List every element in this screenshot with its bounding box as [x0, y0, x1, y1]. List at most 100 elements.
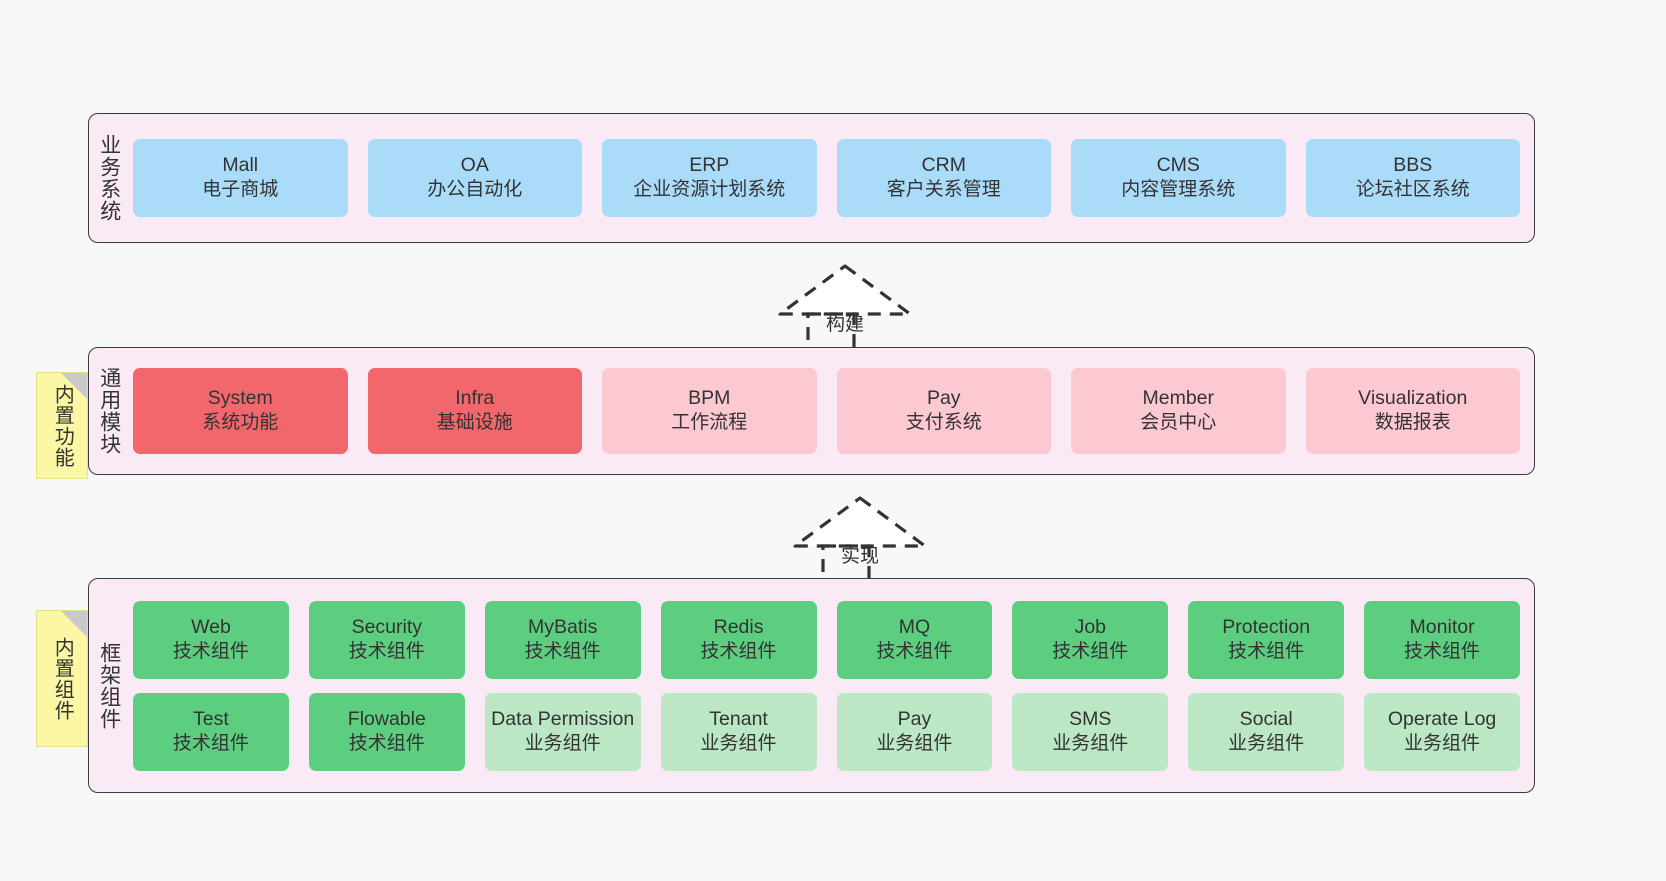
cell-title: Security	[351, 615, 423, 638]
cell-subtitle: 技术组件	[348, 732, 425, 754]
cell-bbs[interactable]: BBS 论坛社区系统	[1305, 139, 1520, 217]
cell-subtitle: 技术组件	[1052, 640, 1129, 662]
cell-subtitle: 业务组件	[1404, 732, 1481, 754]
arrow-label-build: 构建	[825, 314, 864, 335]
note-fold-icon	[61, 373, 87, 399]
row-business-components: Test 技术组件 Flowable 技术组件 Data Permission …	[133, 692, 1520, 771]
cell-subtitle: 业务组件	[524, 732, 601, 754]
cell-visualization[interactable]: Visualization 数据报表	[1305, 368, 1520, 454]
cell-infra[interactable]: Infra 基础设施	[367, 368, 582, 454]
cell-test[interactable]: Test 技术组件	[133, 692, 289, 771]
note-label: 内置功能	[51, 383, 74, 468]
cell-subtitle: 客户关系管理	[886, 179, 1001, 201]
band-label-framework-components: 框架组件	[97, 641, 121, 730]
cell-subtitle: 电子商城	[202, 179, 279, 201]
generalization-arrowhead-icon	[793, 496, 927, 548]
cell-title: Test	[193, 707, 229, 730]
cell-subtitle: 论坛社区系统	[1355, 179, 1470, 201]
band-label-business-systems: 业务系统	[97, 134, 121, 222]
cell-web[interactable]: Web 技术组件	[133, 600, 289, 679]
cell-mybatis[interactable]: MyBatis 技术组件	[484, 600, 641, 679]
arrow-label-implement: 实现	[840, 546, 879, 567]
cell-title: Visualization	[1358, 387, 1468, 410]
row-common-modules: System 系统功能 Infra 基础设施 BPM 工作流程 Pay 支付系统…	[133, 368, 1520, 454]
cell-subtitle: 支付系统	[905, 412, 982, 434]
cell-title: Pay	[926, 387, 961, 410]
generalization-arrowhead-icon	[778, 264, 912, 316]
cell-subtitle: 内容管理系统	[1121, 179, 1236, 201]
cell-pay-module[interactable]: Pay 支付系统	[836, 368, 1051, 454]
cell-mall[interactable]: Mall 电子商城	[133, 139, 348, 217]
cell-subtitle: 会员中心	[1140, 412, 1217, 434]
cell-subtitle: 业务组件	[876, 732, 953, 754]
arrow-implement: 实现	[775, 490, 945, 592]
cell-title: System	[207, 387, 273, 410]
cell-title: Tenant	[709, 707, 768, 730]
cell-sms[interactable]: SMS 业务组件	[1012, 692, 1169, 771]
cell-subtitle: 办公自动化	[427, 179, 523, 201]
cell-subtitle: 技术组件	[1228, 640, 1305, 662]
cell-job[interactable]: Job 技术组件	[1012, 600, 1169, 679]
cell-member[interactable]: Member 会员中心	[1071, 368, 1286, 454]
cell-subtitle: 数据报表	[1374, 412, 1451, 434]
cell-title: MyBatis	[528, 615, 598, 638]
band-common-modules: 通用模块 System 系统功能 Infra 基础设施 BPM 工作流程 Pay…	[88, 347, 1535, 475]
cell-subtitle: 工作流程	[671, 412, 748, 434]
cell-title: Pay	[897, 707, 932, 730]
cell-crm[interactable]: CRM 客户关系管理	[836, 139, 1051, 217]
cell-title: Protection	[1222, 615, 1311, 638]
cell-subtitle: 技术组件	[1404, 640, 1481, 662]
band-body-framework-components: Web 技术组件 Security 技术组件 MyBatis 技术组件 Redi…	[129, 579, 1534, 792]
cell-mq[interactable]: MQ 技术组件	[836, 600, 993, 679]
cell-subtitle: 技术组件	[876, 640, 953, 662]
cell-title: ERP	[689, 154, 730, 177]
cell-subtitle: 系统功能	[202, 412, 279, 434]
cell-erp[interactable]: ERP 企业资源计划系统	[602, 139, 817, 217]
cell-system[interactable]: System 系统功能	[133, 368, 348, 454]
cell-operate-log[interactable]: Operate Log 业务组件	[1364, 692, 1520, 771]
band-body-business-systems: Mall 电子商城 OA 办公自动化 ERP 企业资源计划系统 CRM 客户关系…	[129, 114, 1534, 242]
cell-title: CRM	[921, 154, 966, 177]
note-builtin-functions: 内置功能	[36, 372, 88, 479]
cell-title: Mall	[222, 154, 259, 177]
cell-security[interactable]: Security 技术组件	[308, 600, 465, 679]
band-body-common-modules: System 系统功能 Infra 基础设施 BPM 工作流程 Pay 支付系统…	[129, 348, 1534, 474]
band-label-common-modules: 通用模块	[97, 367, 121, 455]
cell-social[interactable]: Social 业务组件	[1188, 692, 1345, 771]
cell-data-permission[interactable]: Data Permission 业务组件	[484, 692, 641, 771]
cell-title: Flowable	[347, 707, 426, 730]
row-business-systems: Mall 电子商城 OA 办公自动化 ERP 企业资源计划系统 CRM 客户关系…	[133, 139, 1520, 217]
cell-redis[interactable]: Redis 技术组件	[660, 600, 817, 679]
cell-subtitle: 技术组件	[700, 640, 777, 662]
cell-cms[interactable]: CMS 内容管理系统	[1071, 139, 1286, 217]
note-builtin-components: 内置组件	[36, 610, 88, 747]
cell-subtitle: 技术组件	[172, 640, 249, 662]
cell-title: Member	[1142, 387, 1215, 410]
cell-subtitle: 技术组件	[524, 640, 601, 662]
cell-protection[interactable]: Protection 技术组件	[1188, 600, 1345, 679]
cell-title: BBS	[1393, 154, 1433, 177]
cell-title: OA	[460, 154, 489, 177]
cell-subtitle: 技术组件	[348, 640, 425, 662]
cell-title: Web	[191, 615, 231, 638]
band-framework-components: 框架组件 Web 技术组件 Security 技术组件 MyBatis 技术组件…	[88, 578, 1535, 793]
cell-subtitle: 基础设施	[436, 412, 513, 434]
cell-tenant[interactable]: Tenant 业务组件	[660, 692, 817, 771]
cell-pay-component[interactable]: Pay 业务组件	[836, 692, 993, 771]
cell-title: BPM	[688, 387, 731, 410]
cell-title: Redis	[713, 615, 764, 638]
cell-title: Operate Log	[1387, 707, 1497, 730]
note-fold-icon	[61, 611, 87, 637]
cell-bpm[interactable]: BPM 工作流程	[602, 368, 817, 454]
note-label: 内置组件	[51, 636, 74, 721]
cell-monitor[interactable]: Monitor 技术组件	[1364, 600, 1520, 679]
cell-flowable[interactable]: Flowable 技术组件	[308, 692, 465, 771]
cell-title: MQ	[898, 615, 931, 638]
cell-subtitle: 业务组件	[1228, 732, 1305, 754]
arrow-build: 构建	[760, 258, 930, 360]
cell-title: Infra	[455, 387, 495, 410]
cell-oa[interactable]: OA 办公自动化	[367, 139, 582, 217]
cell-subtitle: 业务组件	[1052, 732, 1129, 754]
band-business-systems: 业务系统 Mall 电子商城 OA 办公自动化 ERP 企业资源计划系统 CRM…	[88, 113, 1535, 243]
cell-subtitle: 企业资源计划系统	[633, 179, 786, 201]
